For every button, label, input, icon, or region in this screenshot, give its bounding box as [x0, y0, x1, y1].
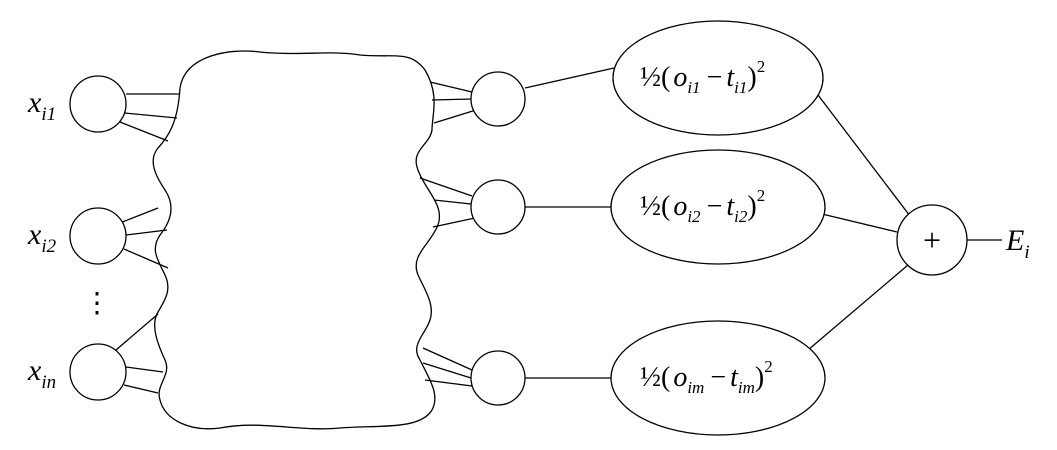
- input-node-1: [69, 75, 127, 133]
- error-ellipse-2: [610, 149, 826, 265]
- error-label-m: ½(oim−tim)2: [640, 357, 773, 397]
- sum-symbol: +: [923, 222, 941, 258]
- sum-node: [896, 204, 968, 276]
- input-label-n: xin: [27, 354, 56, 393]
- output-node-m: [470, 350, 526, 406]
- input-node-2: [69, 207, 127, 265]
- output-node-1: [470, 71, 526, 127]
- error-ellipse-1: [612, 20, 824, 136]
- error-ellipse-m: [610, 320, 826, 436]
- input-label-2: xi2: [27, 218, 57, 257]
- output-to-error-connections: [524, 67, 1002, 379]
- error-label-1: ½(oi1−ti1)2: [640, 57, 765, 97]
- vertical-ellipsis: ⋮: [83, 288, 111, 319]
- hidden-network-blob: [152, 50, 441, 430]
- input-connections: [115, 93, 180, 394]
- output-label: Ei: [1005, 224, 1030, 263]
- output-node-2: [470, 179, 526, 235]
- input-label-1: xi1: [27, 86, 56, 125]
- input-node-n: [69, 343, 127, 401]
- hidden-to-output-connections: [419, 81, 477, 387]
- error-label-2: ½(oi2−ti2)2: [640, 186, 765, 226]
